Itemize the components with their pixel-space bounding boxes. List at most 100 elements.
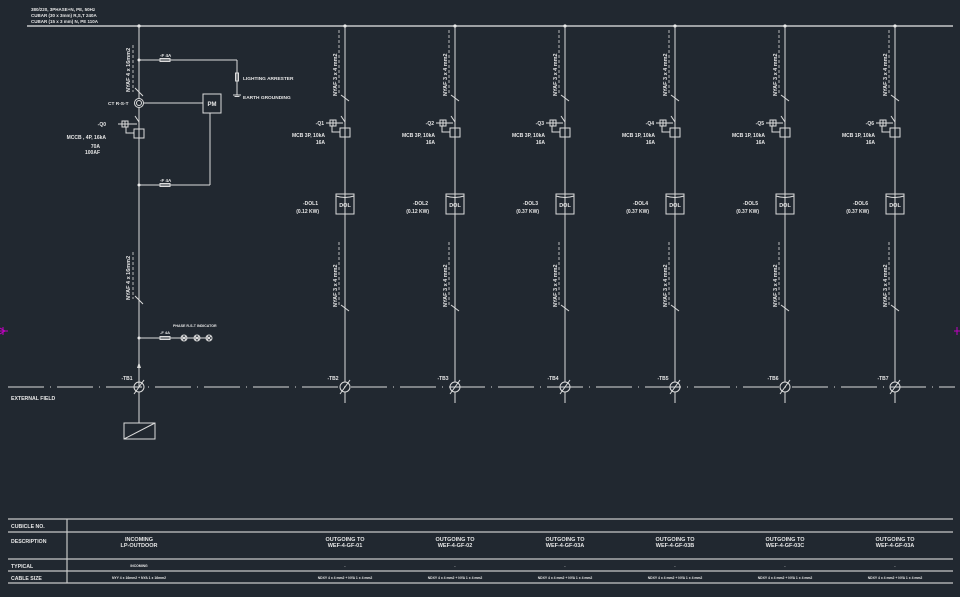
- cable-label: NYAF 3 x 4 mm2: [773, 53, 779, 96]
- row-label-cable-size: CABLE SIZE: [11, 576, 42, 582]
- dol-starter[interactable]: [665, 193, 685, 215]
- dol-starter[interactable]: [335, 193, 355, 215]
- breaker-rating: 70A: [91, 144, 101, 150]
- description-line-2: WEF-4-GF-01: [328, 543, 363, 549]
- arrester-label: LIGHTING ARRESTER: [243, 76, 294, 82]
- starter-tag: -DOL3: [523, 201, 538, 207]
- fuse-icon: [159, 183, 171, 187]
- ucs-marker-left: [0, 327, 8, 335]
- motor-power: (0.37 KW): [736, 209, 759, 215]
- cable-label: NYAF 3 x 4 mm2: [333, 53, 339, 96]
- power-meter[interactable]: [202, 93, 222, 114]
- motor-power: (0.37 KW): [846, 209, 869, 215]
- description-line-1: OUTGOING TO: [655, 537, 695, 543]
- terminal-icon: [889, 381, 901, 393]
- description-line-1: OUTGOING TO: [875, 537, 915, 543]
- dol-starter[interactable]: [445, 193, 465, 215]
- typical-value: INCOMING: [130, 564, 148, 568]
- cubicle-table: CUBICLE NO. DESCRIPTION TYPICAL CABLE SI…: [8, 518, 953, 584]
- starter-tag: -DOL6: [853, 201, 868, 207]
- cable-label-2: NYAF 3 x 4 mm2: [663, 264, 669, 307]
- typical-value: -: [674, 564, 675, 568]
- breaker-tag: -Q3: [536, 121, 545, 127]
- breaker[interactable]: [656, 115, 681, 138]
- incoming-feeder[interactable]: NYAF 4 x 16mm2 -F 4A LIGHTING ARRESTER E…: [67, 24, 294, 440]
- breaker-q0[interactable]: [118, 115, 145, 139]
- terminal-label: -TB1: [121, 376, 132, 382]
- dol-starter[interactable]: [775, 193, 795, 215]
- cable-label-2: NYAF 3 x 4 mm2: [773, 264, 779, 307]
- breaker-rating: 16A: [426, 140, 436, 146]
- breaker-type: MCB 1P, 10kA: [732, 133, 765, 139]
- external-field-label: EXTERNAL FIELD: [11, 396, 56, 402]
- typical-value: -: [564, 564, 565, 568]
- cable-label: NYAF 3 x 4 mm2: [883, 53, 889, 96]
- terminal-icon: [339, 381, 351, 393]
- indicator-label: PHASE R-S-T INDICATOR: [173, 324, 217, 328]
- description-line-2: WEF-4-GF-02: [438, 543, 473, 549]
- starter-label: DOL: [889, 203, 901, 209]
- cable-label: NYAF 3 x 4 mm2: [663, 53, 669, 96]
- incoming-cable-label-2: NYAF 4 x 16mm2: [126, 256, 132, 300]
- note-line: CUBAR (30 x 3mm) R,S,T 240A: [31, 13, 98, 18]
- dol-starter[interactable]: [555, 193, 575, 215]
- cable-label-2: NYAF 3 x 4 mm2: [443, 264, 449, 307]
- arrester-icon: [235, 72, 239, 82]
- breaker-tag: -Q0: [98, 122, 107, 128]
- cable-label: NYAF 3 x 4 mm2: [553, 53, 559, 96]
- terminal-icon: [669, 381, 681, 393]
- description-line-2: LP-OUTDOOR: [121, 543, 158, 549]
- breaker-type: MCB 3P, 10kA: [512, 133, 545, 139]
- terminal-label: -TB5: [657, 376, 668, 382]
- terminal-label: -TB6: [767, 376, 778, 382]
- breaker[interactable]: [436, 115, 461, 138]
- cable-size-value: NDXY 4 x 4 mm2 + NYA 1 x 4 mm2: [318, 576, 373, 580]
- breaker[interactable]: [326, 115, 351, 138]
- terminal-icon: [559, 381, 571, 393]
- breaker-rating: 16A: [646, 140, 656, 146]
- cable-label-2: NYAF 3 x 4 mm2: [333, 264, 339, 307]
- dol-starter[interactable]: [885, 193, 905, 215]
- breaker-rating: 16A: [756, 140, 766, 146]
- description-line-1: OUTGOING TO: [435, 537, 475, 543]
- breaker[interactable]: [766, 115, 791, 138]
- cable-size-value: NDXY 4 x 4 mm2 + NYA 1 x 4 mm2: [648, 576, 703, 580]
- starter-label: DOL: [779, 203, 791, 209]
- breaker-rating: 16A: [866, 140, 876, 146]
- breaker-type: MCCB , 4P, 16kA: [67, 135, 107, 141]
- breaker[interactable]: [876, 115, 901, 138]
- cable-size-value: NDXY 4 x 4 mm2 + NYA 1 x 4 mm2: [758, 576, 813, 580]
- terminal-icon: [449, 381, 461, 393]
- description-line-2: WEF-4-GF-03A: [546, 543, 585, 549]
- starter-label: DOL: [449, 203, 461, 209]
- header-notes: 380/220, 3PHASE+N, PE, 50Hz CUBAR (30 x …: [31, 7, 99, 24]
- description-line-1: OUTGOING TO: [325, 537, 365, 543]
- note-line: CUBAR (15 x 3 mm) N, PE 110A: [31, 19, 99, 24]
- starter-tag: -DOL2: [413, 201, 428, 207]
- terminal-label: -TB2: [327, 376, 338, 382]
- ct-icon: [134, 98, 144, 108]
- terminal-label: -TB4: [547, 376, 558, 382]
- breaker[interactable]: [546, 115, 571, 138]
- terminal-label: -TB7: [877, 376, 888, 382]
- starter-tag: -DOL5: [743, 201, 758, 207]
- breaker-frame: 100AF: [85, 150, 100, 156]
- motor-power: (0.12 KW): [296, 209, 319, 215]
- row-label-typical: TYPICAL: [11, 564, 34, 570]
- breaker-type: MCB 1P, 10kA: [622, 133, 655, 139]
- breaker-tag: -Q2: [426, 121, 435, 127]
- cable-size-value: NYY 4 x 16mm2 + NYA 1 x 16mm2: [112, 576, 166, 580]
